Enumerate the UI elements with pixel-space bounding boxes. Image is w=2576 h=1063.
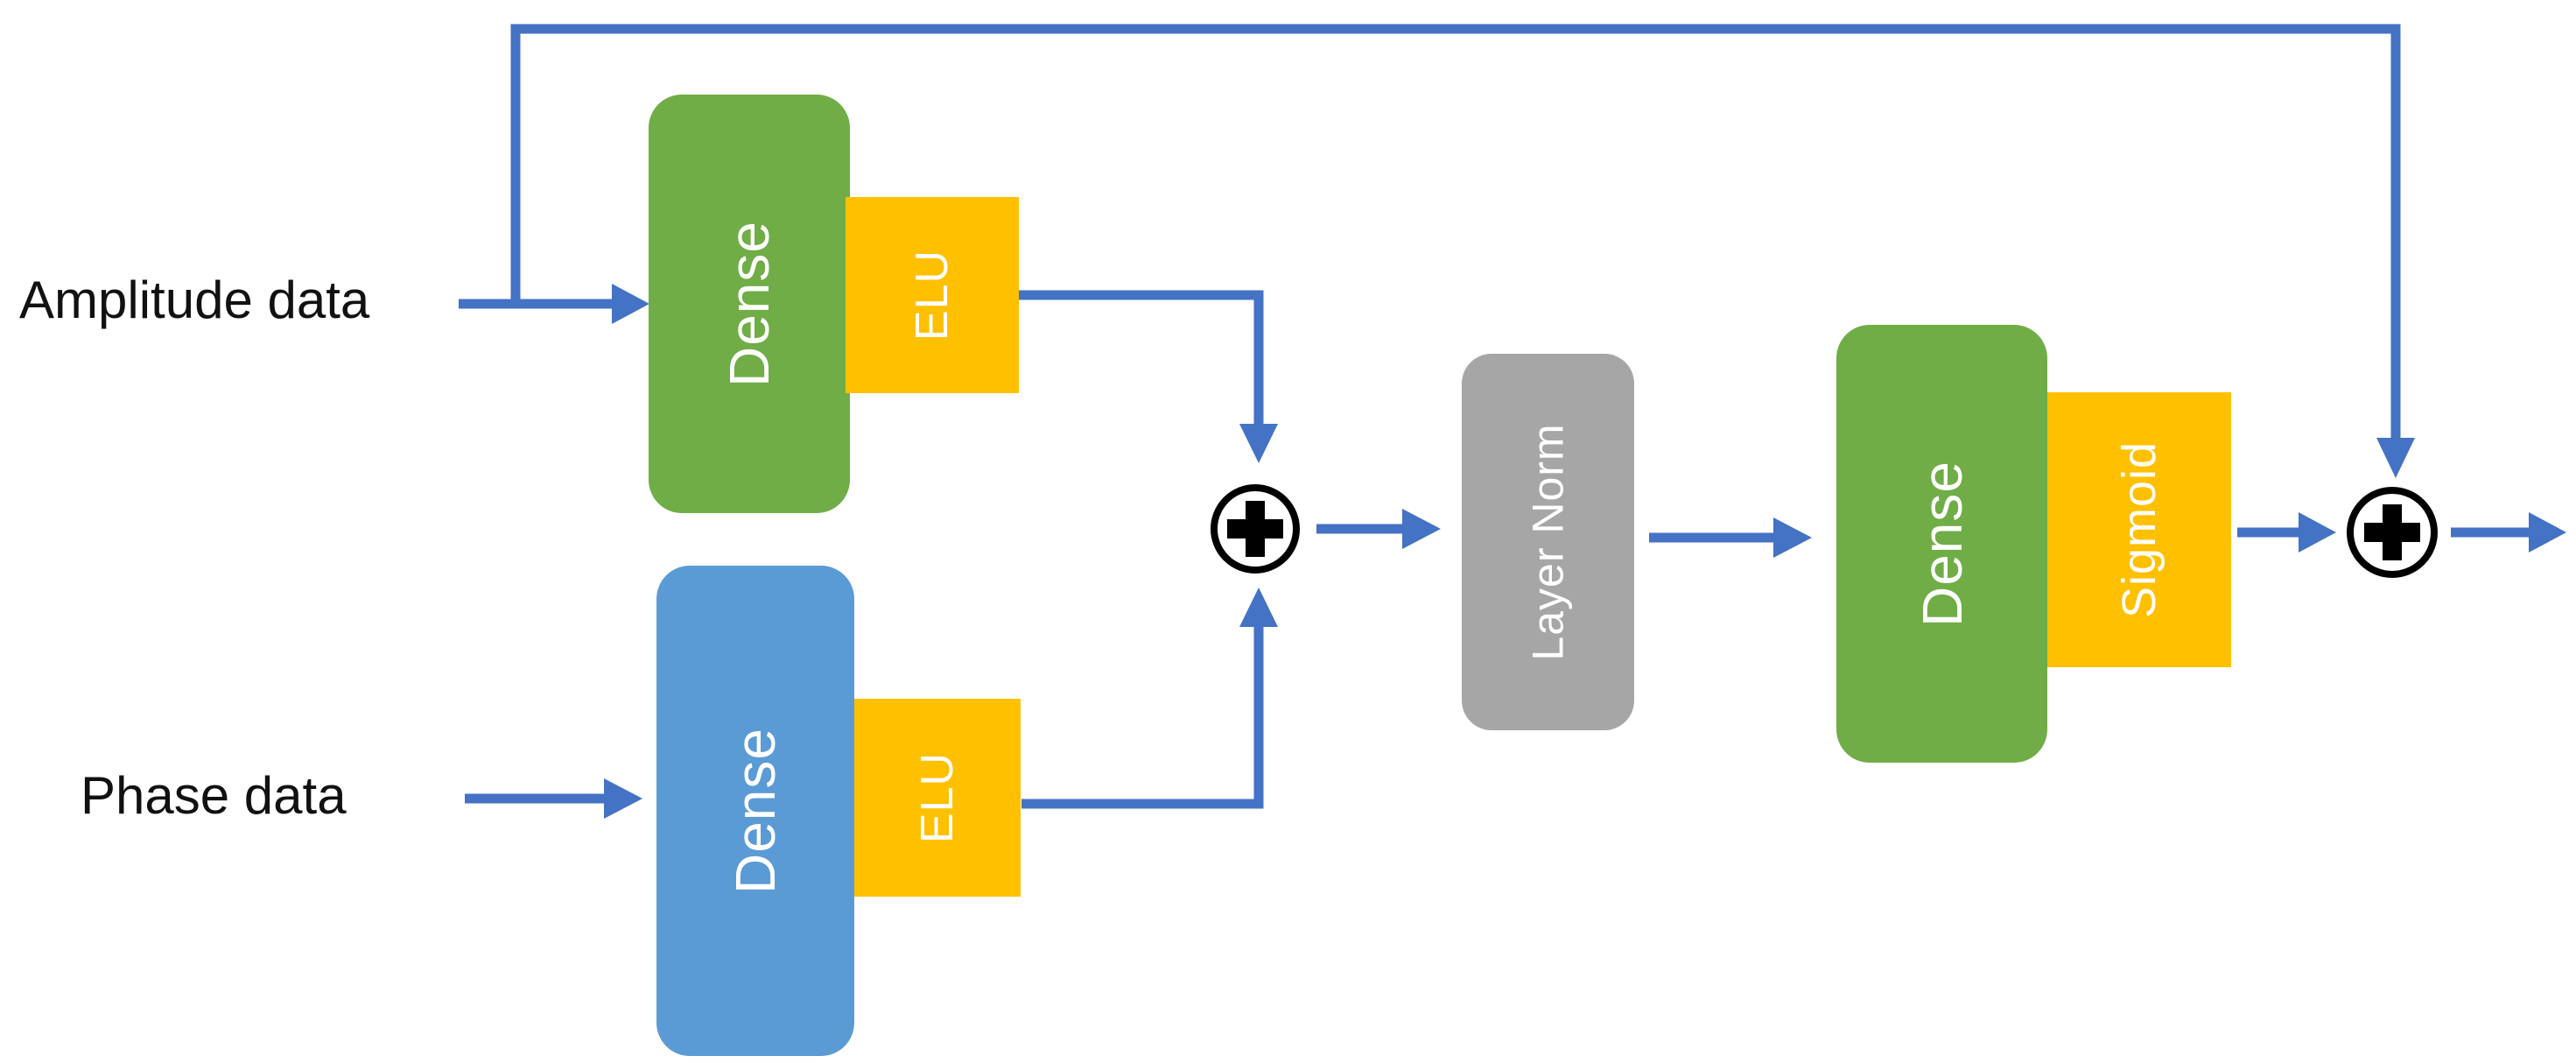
elu-block-amplitude-label: ELU bbox=[907, 249, 958, 341]
phase-input-label: Phase data bbox=[81, 766, 347, 825]
elu-amplitude-to-add1-line bbox=[1019, 290, 1264, 424]
output-arrowhead bbox=[2529, 512, 2566, 553]
add-operator-2 plus-in-circle-icon bbox=[2347, 487, 2438, 578]
layer-norm-block: Layer Norm bbox=[1462, 354, 1634, 730]
dense-block-phase: Dense bbox=[656, 566, 854, 1056]
layernorm-to-dense-arrowhead bbox=[1773, 517, 1812, 558]
sigmoid-block: Sigmoid bbox=[2047, 392, 2231, 667]
elu-block-phase: ELU bbox=[854, 699, 1021, 897]
add-operator-1 plus-in-circle-icon bbox=[1211, 484, 1300, 574]
dense-block-phase-label: Dense bbox=[724, 728, 787, 894]
elu-amplitude-to-add1-arrowhead bbox=[1239, 424, 1278, 463]
amplitude-input-label: Amplitude data bbox=[19, 271, 370, 329]
dense-block-amplitude: Dense bbox=[649, 95, 850, 513]
dense-block-amplitude-label: Dense bbox=[718, 221, 781, 387]
elu-phase-to-add1-line bbox=[1021, 627, 1264, 809]
add1-to-layernorm-arrowhead bbox=[1402, 509, 1441, 549]
amplitude-arrowhead bbox=[612, 284, 649, 324]
layer-norm-block-label: Layer Norm bbox=[1523, 423, 1573, 661]
dense-block-output-label: Dense bbox=[1910, 461, 1974, 627]
elu-block-phase-label: ELU bbox=[912, 751, 963, 844]
sigmoid-block-label: Sigmoid bbox=[2113, 440, 2165, 619]
elu-phase-to-add1-arrowhead bbox=[1239, 588, 1278, 627]
phase-arrowhead bbox=[604, 778, 642, 819]
plus-icon-horizontal-bar bbox=[1227, 519, 1283, 539]
elu-block-amplitude: ELU bbox=[846, 197, 1019, 393]
skip-connection-line bbox=[510, 24, 2401, 438]
sigmoid-to-add2-arrowhead bbox=[2299, 512, 2336, 553]
skip-connection-arrowhead bbox=[2376, 438, 2415, 478]
plus-icon-horizontal-bar bbox=[2364, 523, 2420, 542]
dense-block-output: Dense bbox=[1836, 325, 2047, 763]
